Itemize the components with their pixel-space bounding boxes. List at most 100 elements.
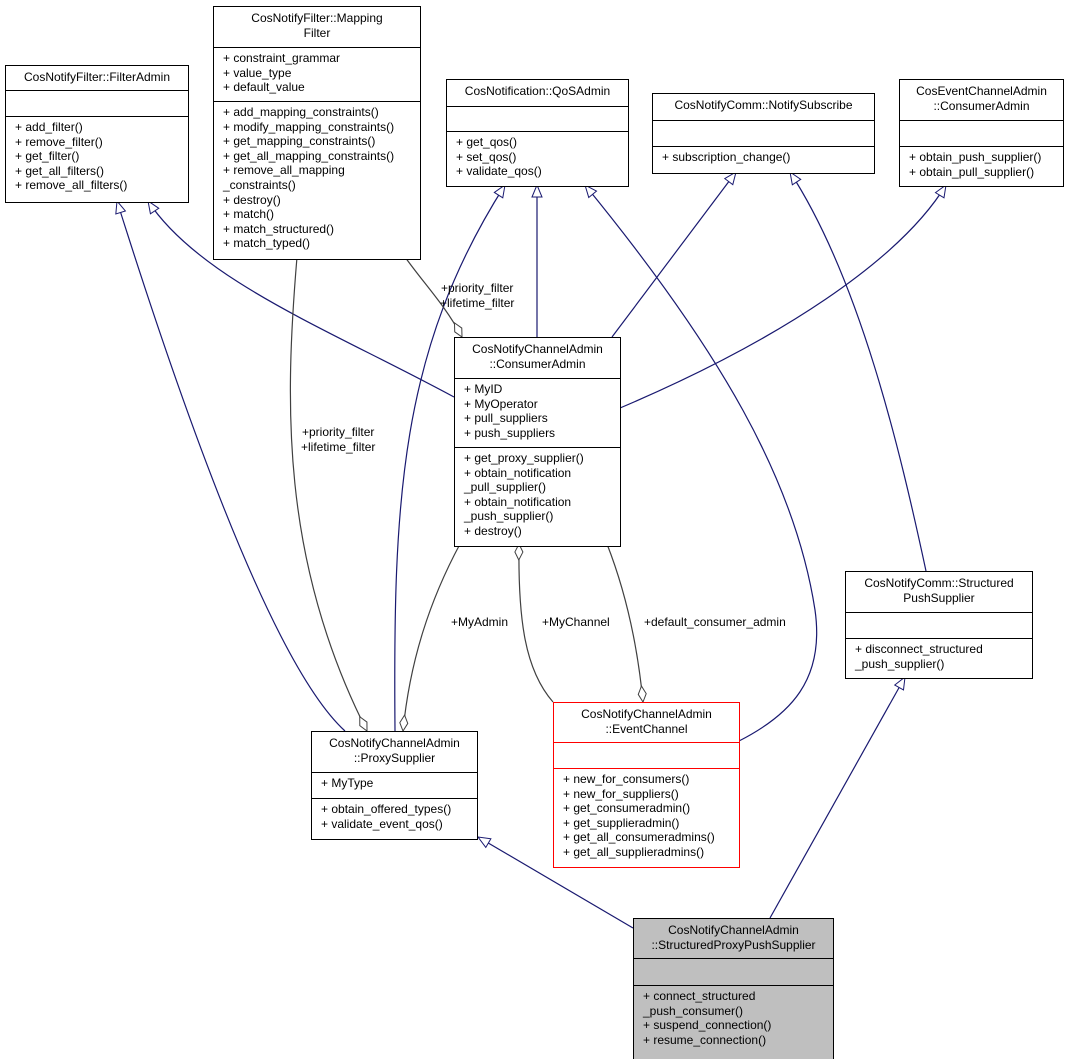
- class-name-line: CosNotifyComm::Structured: [864, 576, 1014, 590]
- class-name-line: CosNotifyChannelAdmin: [668, 923, 799, 937]
- class-attributes: [6, 90, 188, 116]
- inherit-sppsupplier-proxysupplier: [478, 837, 634, 929]
- method: + set_qos(): [456, 149, 517, 164]
- class-title: CosNotifyComm::NotifySubscribe: [653, 94, 874, 120]
- label-line: +lifetime_filter: [440, 295, 515, 310]
- method: + get_consumeradmin(): [563, 801, 691, 816]
- class-name-line: CosNotifyChannelAdmin: [581, 707, 712, 721]
- label-line: +priority_filter: [302, 425, 375, 439]
- attribute: + MyType: [321, 776, 374, 790]
- class-name-line: CosEventChannelAdmin: [916, 84, 1047, 98]
- class-consumer-admin[interactable]: CosNotifyChannelAdmin::ConsumerAdmin+ My…: [454, 337, 621, 547]
- class-name-line: PushSupplier: [903, 590, 975, 605]
- assoc-mappingfilter-proxysupplier: [289, 256, 368, 731]
- method: _push_supplier(): [855, 656, 945, 671]
- class-attributes: [900, 120, 1063, 146]
- method: + get_all_consumeradmins(): [563, 830, 715, 845]
- class-methods: + add_mapping_constraints()+ modify_mapp…: [214, 101, 420, 259]
- assoc-mychannel: [519, 544, 554, 703]
- class-attributes: [447, 106, 628, 131]
- method: + new_for_suppliers(): [563, 786, 679, 801]
- class-name-line: ::ConsumerAdmin: [489, 356, 586, 371]
- method: + obtain_offered_types(): [321, 802, 452, 816]
- inherit-consumeradmin-eventconsumeradmin: [619, 185, 946, 409]
- method: + add_filter(): [15, 120, 83, 134]
- label-priority-lifetime-filter-ps: +priority_filter +lifetime_filter: [301, 425, 375, 454]
- method: + get_supplieradmin(): [563, 815, 680, 830]
- method: + validate_qos(): [456, 164, 542, 179]
- class-event-consumer-admin[interactable]: CosEventChannelAdmin::ConsumerAdmin+ obt…: [899, 79, 1064, 187]
- class-structured-proxy-push-supplier[interactable]: CosNotifyChannelAdmin::StructuredProxyPu…: [633, 918, 834, 1059]
- method: _constraints(): [223, 177, 296, 192]
- class-name-line: CosNotifyChannelAdmin: [329, 736, 460, 750]
- label-my-channel: +MyChannel: [542, 615, 610, 629]
- inherit-eventchannel-qosadmin: [585, 185, 818, 742]
- method: + get_filter(): [15, 149, 80, 164]
- method: + validate_event_qos(): [321, 816, 443, 831]
- class-filter-admin[interactable]: CosNotifyFilter::FilterAdmin+ add_filter…: [5, 65, 189, 203]
- method: + get_all_mapping_constraints(): [223, 148, 395, 163]
- class-attributes: [846, 612, 1032, 638]
- class-name-line: ::StructuredProxyPushSupplier: [651, 937, 816, 952]
- assoc-default-consumer-admin: [606, 543, 643, 702]
- class-name-line: Filter: [303, 25, 331, 40]
- class-name-line: ::ConsumerAdmin: [933, 98, 1030, 113]
- method: + obtain_pull_supplier(): [909, 164, 1035, 179]
- attribute: + value_type: [223, 65, 292, 80]
- class-notify-subscribe[interactable]: CosNotifyComm::NotifySubscribe+ subscrip…: [652, 93, 875, 174]
- inherit-consumeradmin-notifysubscribe: [611, 172, 736, 338]
- attribute: + default_value: [223, 80, 305, 95]
- method: + obtain_notification: [464, 465, 572, 480]
- class-methods: + disconnect_structured_push_supplier(): [846, 638, 1032, 678]
- method: + subscription_change(): [662, 150, 791, 164]
- class-name-line: CosNotifyChannelAdmin: [472, 342, 603, 356]
- class-title: CosNotifyChannelAdmin::EventChannel: [554, 703, 739, 742]
- class-qos-admin[interactable]: CosNotification::QoSAdmin+ get_qos()+ se…: [446, 79, 629, 187]
- attribute: + constraint_grammar: [223, 51, 341, 65]
- class-attributes: [554, 742, 739, 768]
- class-name-line: CosNotification::QoSAdmin: [464, 84, 611, 98]
- label-default-consumer-admin: +default_consumer_admin: [644, 615, 786, 629]
- label-line: +priority_filter: [441, 281, 514, 295]
- assoc-mappingfilter-consumeradmin: [404, 256, 463, 337]
- method: + get_all_filters(): [15, 163, 105, 178]
- attribute: + MyOperator: [464, 396, 538, 411]
- class-methods: + obtain_push_supplier()+ obtain_pull_su…: [900, 146, 1063, 186]
- label-priority-lifetime-filter-ca: +priority_filter +lifetime_filter: [440, 281, 514, 310]
- attribute: + pull_suppliers: [464, 411, 548, 426]
- class-event-channel[interactable]: CosNotifyChannelAdmin::EventChannel+ new…: [553, 702, 740, 868]
- class-methods: + subscription_change(): [653, 146, 874, 173]
- attribute: + push_suppliers: [464, 425, 556, 440]
- method: + match_structured(): [223, 221, 335, 236]
- method: + get_mapping_constraints(): [223, 134, 376, 149]
- inherit-proxysupplier-filteradmin: [117, 201, 346, 732]
- method: + remove_all_mapping: [223, 163, 345, 178]
- class-title: CosNotifyFilter::FilterAdmin: [6, 66, 188, 90]
- class-methods: + get_proxy_supplier()+ obtain_notificat…: [455, 447, 620, 546]
- class-title: CosEventChannelAdmin::ConsumerAdmin: [900, 80, 1063, 120]
- inherit-proxysupplier-qosadmin: [394, 185, 505, 732]
- method: + remove_all_filters(): [15, 178, 128, 193]
- method: + suspend_connection(): [643, 1018, 772, 1033]
- method: + match(): [223, 207, 275, 222]
- class-name-line: CosNotifyComm::NotifySubscribe: [674, 98, 853, 112]
- class-title: CosNotification::QoSAdmin: [447, 80, 628, 106]
- class-name-line: CosNotifyFilter::Mapping: [251, 11, 383, 25]
- class-attributes: [653, 120, 874, 146]
- method: + resume_connection(): [643, 1032, 767, 1047]
- method: + obtain_notification: [464, 494, 572, 509]
- method: + get_all_supplieradmins(): [563, 844, 705, 859]
- label-my-admin: +MyAdmin: [451, 615, 509, 629]
- class-attributes: + MyID+ MyOperator+ pull_suppliers+ push…: [455, 378, 620, 447]
- inherit-sppsupplier-structuredpushsupplier: [769, 677, 905, 919]
- class-attributes: [634, 958, 833, 985]
- method: _push_consumer(): [643, 1003, 744, 1018]
- class-title: CosNotifyChannelAdmin::ConsumerAdmin: [455, 338, 620, 378]
- class-proxy-supplier[interactable]: CosNotifyChannelAdmin::ProxySupplier+ My…: [311, 731, 478, 840]
